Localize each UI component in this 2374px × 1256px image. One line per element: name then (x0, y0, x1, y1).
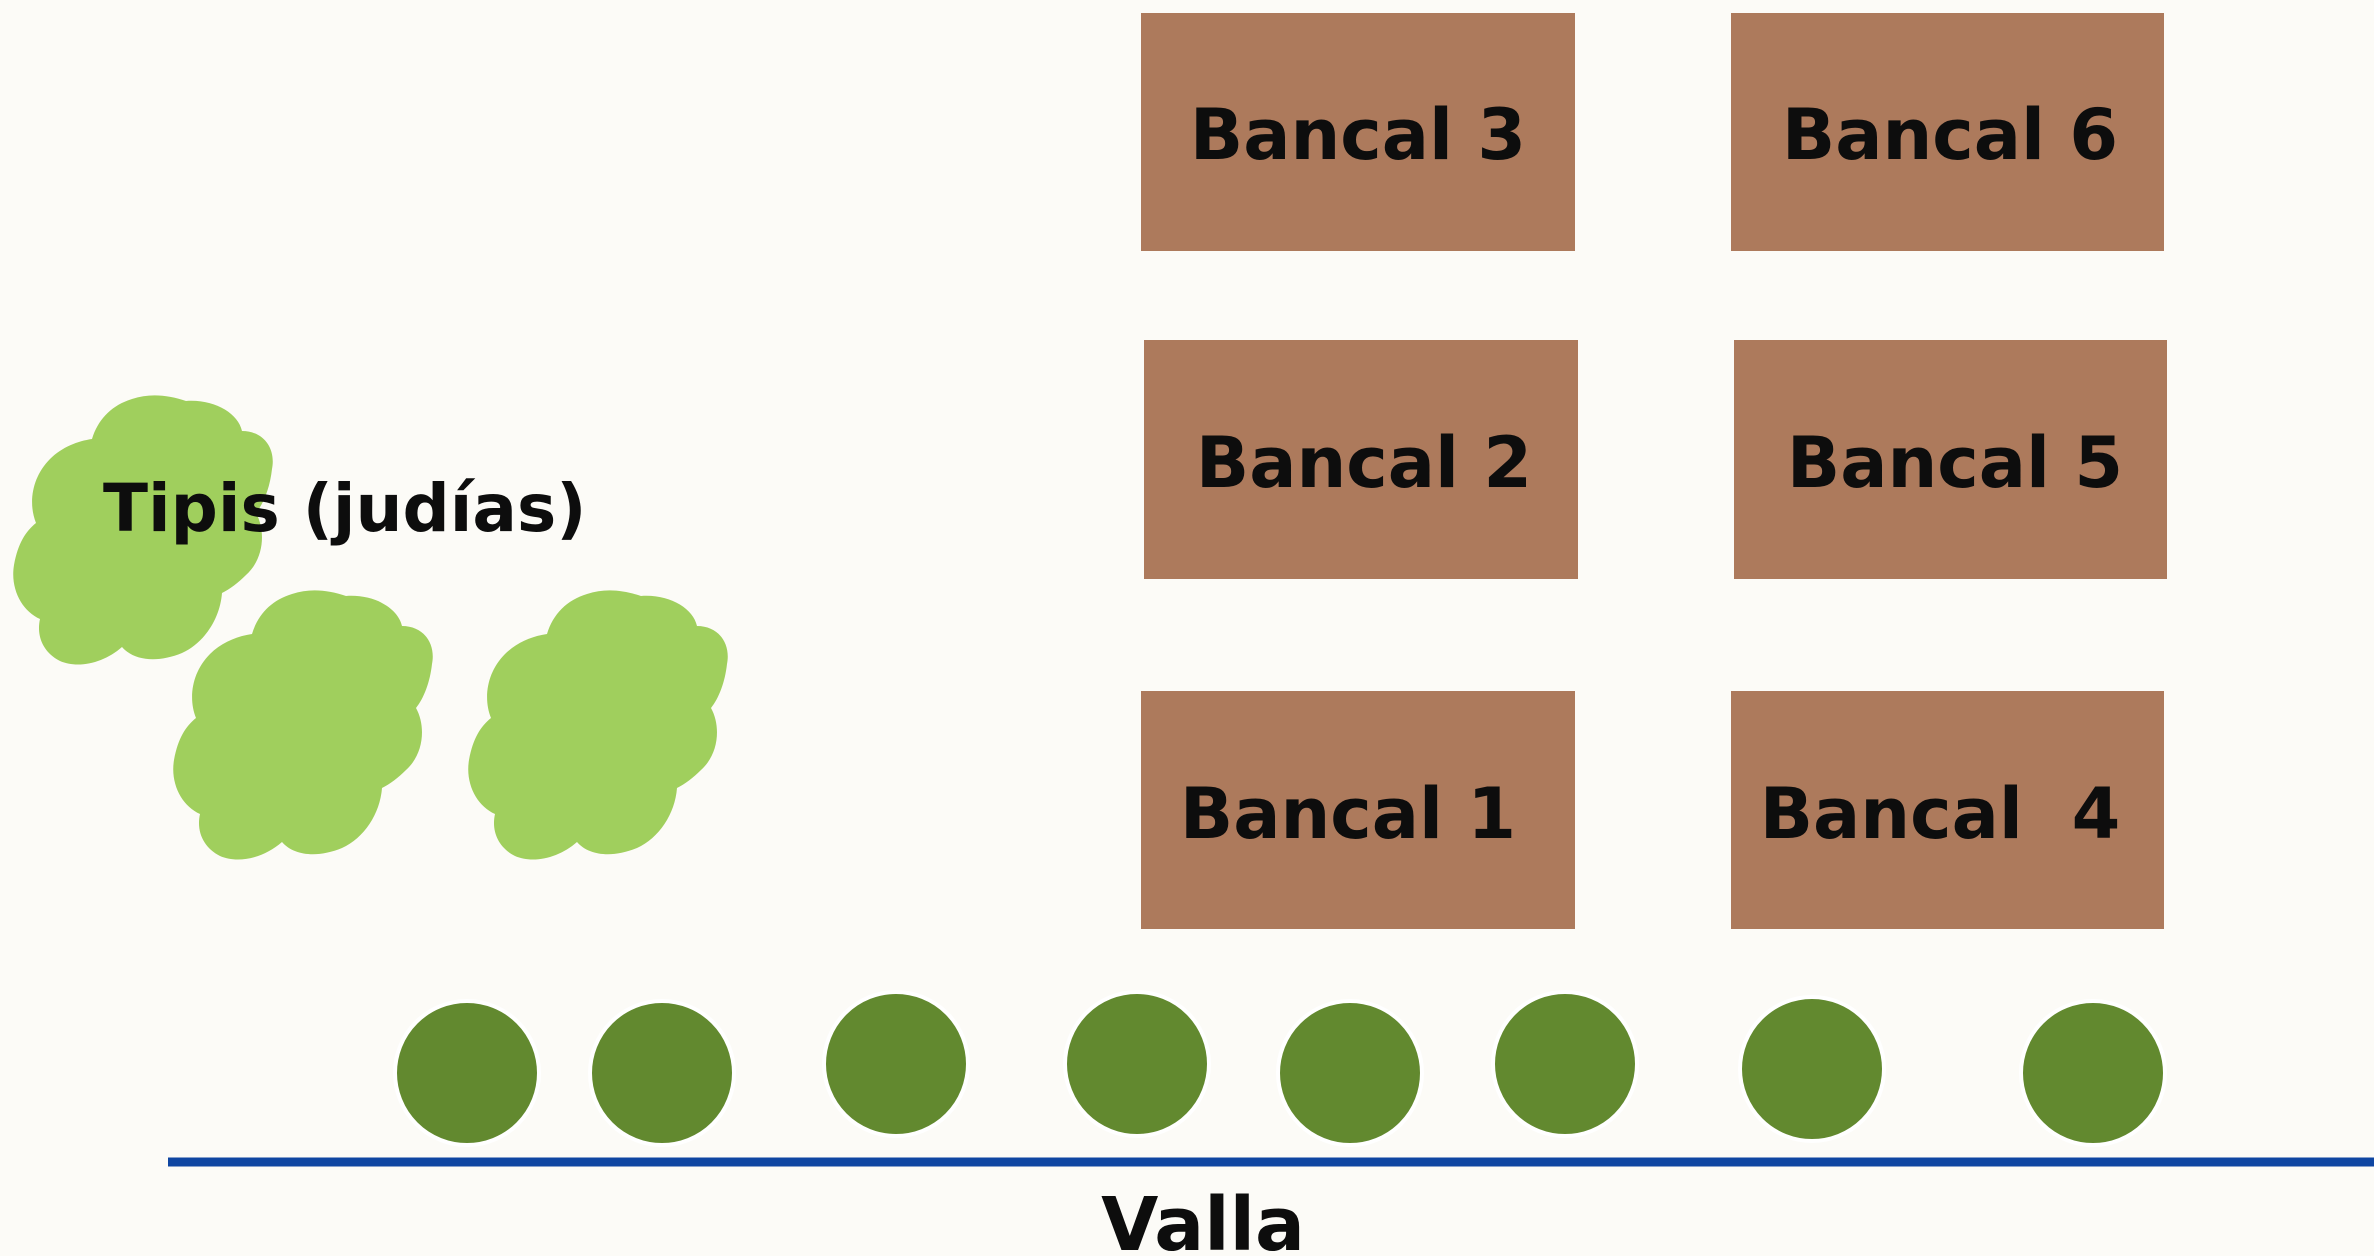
bed-4-label: Bancal 4 (1760, 773, 2121, 855)
bed-1-label: Bancal 1 (1180, 773, 1516, 855)
bed-1: Bancal 1 (1141, 691, 1575, 929)
bed-6: Bancal 6 (1731, 13, 2164, 251)
garden-beds: Bancal 3 Bancal 6 Bancal 2 Bancal 5 Banc… (1141, 13, 2167, 929)
bed-6-label: Bancal 6 (1782, 94, 2118, 176)
fence-label: Valla (1101, 1182, 1305, 1256)
tree-icon (1276, 999, 1424, 1147)
tipis-bushes (13, 395, 728, 860)
bed-2: Bancal 2 (1144, 340, 1578, 579)
bush-icon (468, 590, 728, 860)
bed-5-label: Bancal 5 (1787, 422, 2123, 504)
bed-5: Bancal 5 (1734, 340, 2167, 579)
tree-icon (1738, 995, 1886, 1143)
tree-row (393, 990, 2167, 1147)
bed-3: Bancal 3 (1141, 13, 1575, 251)
bed-2-label: Bancal 2 (1196, 422, 1532, 504)
bush-icon (173, 590, 433, 860)
tree-icon (588, 999, 736, 1147)
tree-icon (393, 999, 541, 1147)
tree-icon (822, 990, 970, 1138)
tree-icon (1491, 990, 1639, 1138)
tipis-label: Tipis (judías) (103, 470, 586, 547)
bed-4: Bancal 4 (1731, 691, 2164, 929)
tree-icon (2019, 999, 2167, 1147)
bed-3-label: Bancal 3 (1190, 94, 1526, 176)
tree-icon (1063, 990, 1211, 1138)
